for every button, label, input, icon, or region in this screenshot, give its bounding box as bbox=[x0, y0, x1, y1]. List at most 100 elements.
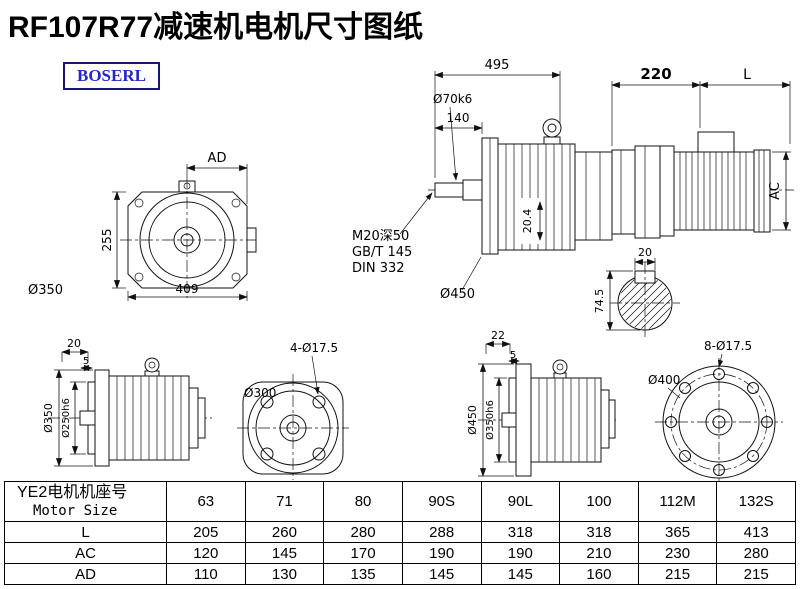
dim-bolt-circle: Ø400 bbox=[648, 373, 680, 387]
label-bolt-holes: 8-Ø17.5 bbox=[704, 339, 752, 353]
shaft-stub bbox=[79, 410, 96, 426]
dim-spigot-depth: 5 bbox=[83, 356, 89, 367]
flange-large-side-view: 22 5 Ø450 Ø350h6 bbox=[466, 329, 618, 477]
dim-height-255: 255 bbox=[100, 229, 114, 252]
table-cell: 260 bbox=[244, 521, 325, 543]
header-cell-size: 100 bbox=[559, 481, 639, 522]
flange-plate bbox=[515, 363, 532, 477]
dim-shaft-length: 140 bbox=[447, 111, 470, 125]
header-cell-size: 112M bbox=[637, 481, 718, 522]
fan-cover bbox=[753, 149, 771, 233]
table-cell: 413 bbox=[716, 521, 796, 543]
row-label: L bbox=[4, 521, 167, 543]
dim-spigot-depth: 5 bbox=[510, 350, 516, 361]
eyebolt-icon bbox=[144, 357, 160, 373]
cooling-fins bbox=[505, 144, 571, 250]
eyebolt-icon bbox=[552, 359, 568, 375]
table-cell: 215 bbox=[716, 563, 796, 585]
motor-size-table: YE2电机机座号 Motor Size 63 71 80 90S 90L 100… bbox=[4, 481, 796, 585]
table-cell: 365 bbox=[637, 521, 718, 543]
table-cell: 205 bbox=[166, 521, 246, 543]
table-cell: 190 bbox=[401, 542, 482, 564]
header-cell-size: 80 bbox=[323, 481, 403, 522]
label-shaft-dia: Ø70k6 bbox=[433, 92, 472, 106]
dim-ad: AD bbox=[208, 151, 227, 166]
table-cell: 110 bbox=[166, 563, 246, 585]
shaft-section-detail: 20 74.5 bbox=[593, 246, 680, 340]
header-cell-motor-size: YE2电机机座号 Motor Size bbox=[4, 481, 167, 522]
label-flange-d450: Ø450 bbox=[440, 287, 475, 302]
table-cell: 130 bbox=[244, 563, 325, 585]
note-standard-din: DIN 332 bbox=[352, 261, 405, 276]
dim-total-length: 495 bbox=[485, 58, 510, 73]
table-cell: 160 bbox=[559, 563, 639, 585]
flange-small-front-view: Ø300 4-Ø17.5 bbox=[237, 341, 349, 480]
table-cell: 288 bbox=[401, 521, 482, 543]
flange-small-side-view: 20 5 Ø350 Ø250h6 bbox=[42, 337, 212, 467]
table-cell: 318 bbox=[559, 521, 639, 543]
header-cell-size: 90L bbox=[480, 481, 561, 522]
side-view-assembly: 495 140 Ø70k6 220 L AC 20.4 bbox=[352, 58, 794, 340]
dim-spigot-dia: Ø350h6 bbox=[484, 400, 496, 440]
dim-flange-od: Ø350 bbox=[42, 403, 55, 433]
gear-body bbox=[530, 377, 602, 463]
table-cell: 210 bbox=[559, 542, 639, 564]
note-thread: M20深50 bbox=[352, 229, 409, 244]
table-cell: 135 bbox=[323, 563, 403, 585]
table-cell: 318 bbox=[480, 521, 561, 543]
bolt-hole bbox=[679, 382, 691, 394]
header-cell-size: 132S bbox=[716, 481, 796, 522]
motor-fins bbox=[679, 152, 747, 230]
bolt-hole bbox=[312, 395, 326, 409]
table-cell: 145 bbox=[244, 542, 325, 564]
row-label: AC bbox=[4, 542, 167, 564]
terminal-box bbox=[697, 131, 735, 153]
table-cell: 145 bbox=[480, 563, 561, 585]
dim-flange-thickness: 20 bbox=[67, 337, 81, 350]
table-cell: 145 bbox=[401, 563, 482, 585]
header-en-label: Motor Size bbox=[33, 503, 118, 519]
header-cell-size: 71 bbox=[244, 481, 325, 522]
gearbox-front-view: AD 255 409 Ø350 bbox=[28, 151, 257, 301]
header-cell-size: 90S bbox=[401, 481, 482, 522]
table-cell: 280 bbox=[716, 542, 796, 564]
table-cell: 190 bbox=[480, 542, 561, 564]
motor-adapter bbox=[611, 149, 636, 235]
input-shaft bbox=[434, 182, 464, 198]
boserl-logo-text: BOSERL bbox=[77, 66, 146, 85]
boserl-logo: BOSERL bbox=[63, 62, 160, 90]
cooling-fins bbox=[538, 378, 596, 462]
dim-key-height: 74.5 bbox=[593, 289, 606, 314]
label-bolt-holes: 4-Ø17.5 bbox=[290, 341, 338, 355]
technical-drawing: AD 255 409 Ø350 bbox=[28, 58, 794, 481]
shaft-stub bbox=[501, 412, 517, 428]
table-row-AD: AD 110 130 135 145 145 160 215 215 bbox=[4, 563, 796, 585]
dim-motor-length-L: L bbox=[743, 67, 751, 83]
dim-adapter-length: 220 bbox=[640, 65, 671, 83]
bolt-hole bbox=[747, 450, 759, 462]
dim-width-409: 409 bbox=[176, 282, 199, 296]
bolt-hole bbox=[679, 450, 691, 462]
motor-flange bbox=[659, 145, 675, 237]
table-cell: 215 bbox=[637, 563, 718, 585]
dim-motor-dia-AC: AC bbox=[768, 182, 783, 200]
table-cell: 170 bbox=[323, 542, 403, 564]
bolt-hole bbox=[312, 447, 326, 461]
table-cell: 230 bbox=[637, 542, 718, 564]
label-flange-d350: Ø350 bbox=[28, 283, 63, 298]
dim-bolt-circle: Ø300 bbox=[244, 386, 276, 400]
row-label: AD bbox=[4, 563, 167, 585]
page-title: RF107R77减速机电机尺寸图纸 bbox=[8, 11, 424, 44]
table-cell: 120 bbox=[166, 542, 246, 564]
flange-large-front-view: Ø400 8-Ø17.5 bbox=[648, 339, 783, 481]
dim-flange-thickness: 22 bbox=[491, 329, 505, 342]
bolt-hole bbox=[260, 447, 274, 461]
eyebolt-icon bbox=[542, 118, 562, 138]
dim-step-20-4: 20.4 bbox=[521, 209, 534, 234]
table-row-L: L 205 260 280 288 318 318 365 413 bbox=[4, 521, 796, 543]
table-row-AC: AC 120 145 170 190 190 210 230 280 bbox=[4, 542, 796, 564]
header-cn-label: YE2电机机座号 bbox=[17, 484, 128, 501]
cooling-fins bbox=[116, 376, 182, 460]
table-header-row: YE2电机机座号 Motor Size 63 71 80 90S 90L 100… bbox=[4, 481, 796, 522]
flange-plate bbox=[94, 369, 110, 467]
